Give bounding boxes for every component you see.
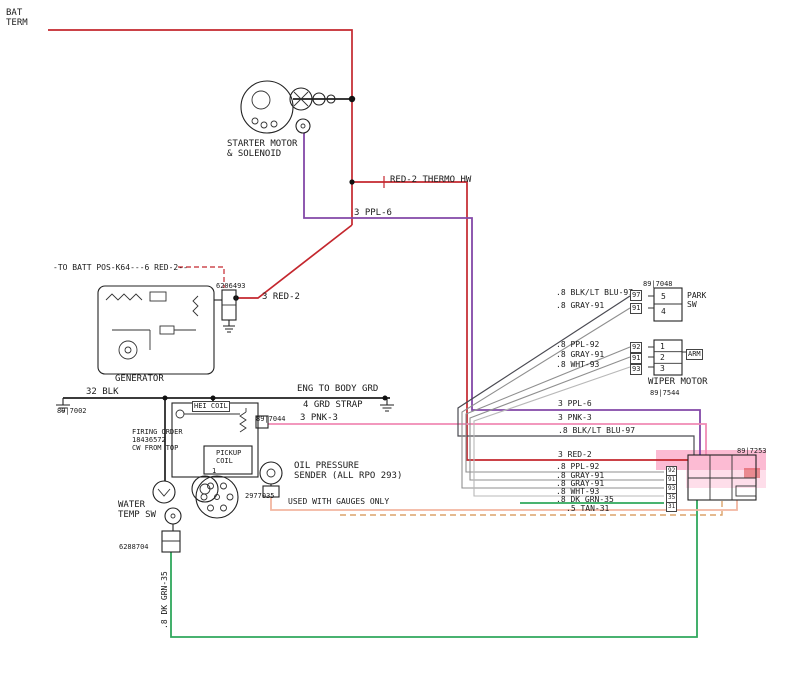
wire-pnk-3 bbox=[268, 423, 707, 455]
wire-red-2-batt-pos-dashed bbox=[178, 266, 225, 288]
pickup-coil-label: PICKUP COIL bbox=[216, 449, 242, 466]
gen-connector-part: 6206493 bbox=[216, 282, 246, 290]
pin-91-wiper: 91 bbox=[630, 353, 643, 364]
wiper-motor-label: WIPER MOTOR bbox=[648, 377, 708, 387]
water-temp-label: WATER TEMP SW bbox=[118, 500, 156, 521]
park-switch-connector bbox=[648, 287, 683, 322]
gray91-right-label: .8 GRAY-91 bbox=[556, 471, 605, 480]
wire-tan-31 bbox=[340, 500, 723, 516]
pnk3-left-label: 3 PNK-3 bbox=[300, 413, 338, 423]
pin-93: 93 bbox=[630, 364, 643, 375]
gray91-wiper-label: .8 GRAY-91 bbox=[556, 350, 605, 359]
arm-label: ARM bbox=[686, 349, 703, 360]
wiper-pin-2: 2 bbox=[660, 353, 665, 362]
pin-92: 92 bbox=[630, 342, 643, 353]
blu97-right-label: .8 BLK/LT BLU-97 bbox=[558, 426, 636, 435]
blockpin-31: 31 bbox=[666, 502, 678, 512]
red2-right-label: 3 RED-2 bbox=[558, 450, 592, 459]
wire-blk-lt-blu-97 bbox=[457, 295, 695, 455]
park-pin-5: 5 bbox=[661, 292, 666, 301]
water-temp-switch-symbol bbox=[152, 475, 219, 553]
junction-dot-starter bbox=[348, 95, 356, 103]
distributor-cap-symbol bbox=[195, 475, 239, 519]
junction-dot-bus-1 bbox=[162, 395, 168, 401]
ground-symbol-right bbox=[380, 398, 394, 412]
ref-8917253: 89|7253 bbox=[737, 447, 767, 455]
wiper-pin-3: 3 bbox=[660, 364, 665, 373]
grd-strap-label: 4 GRD STRAP bbox=[303, 400, 363, 410]
distributor-1-label: 1 bbox=[212, 467, 217, 475]
generator-connector bbox=[221, 289, 237, 321]
firing-order-label: FIRING ORDER 18436572 CW FROM TOP bbox=[132, 428, 183, 453]
dkgrn-right-label: .8 DK GRN-35 bbox=[556, 495, 614, 504]
gray91b-right-label: .8 GRAY-91 bbox=[556, 479, 605, 488]
wire-red-2-thermo bbox=[352, 181, 688, 461]
oil-pressure-sender-symbol bbox=[259, 461, 283, 498]
dk-grn-vertical-label: .8 DK GRN-35 bbox=[160, 571, 169, 629]
junction-dot-thermo bbox=[349, 179, 355, 185]
wht93-right-label: .8 WHT-93 bbox=[556, 487, 600, 496]
junction-dot-bus-3 bbox=[382, 395, 388, 401]
wire-ppl-6 bbox=[303, 133, 701, 455]
part-6288704: 6288704 bbox=[119, 543, 149, 551]
eng-body-grd-label: ENG TO BODY GRD bbox=[297, 384, 379, 394]
ground-symbol-generator bbox=[223, 320, 235, 333]
ppl92-right-label: .8 PPL-92 bbox=[556, 462, 600, 471]
starter-motor-label: STARTER MOTOR & SOLENOID bbox=[227, 139, 298, 160]
red2-gen-label: 3 RED-2 bbox=[262, 292, 300, 302]
wire-gray-91-park bbox=[461, 307, 664, 489]
pin-91-park: 91 bbox=[630, 303, 643, 314]
wire-red-2-battery bbox=[48, 29, 353, 225]
ground-symbol-left bbox=[56, 398, 70, 412]
wire-dk-grn-35 bbox=[170, 500, 698, 638]
pnk3-right-label: 3 PNK-3 bbox=[558, 413, 592, 422]
generator-symbol bbox=[97, 285, 215, 375]
bat-term-label: BAT TERM bbox=[6, 8, 28, 29]
ppl92-wiper-label: .8 PPL-92 bbox=[556, 340, 600, 349]
park-sw-label: PARK SW bbox=[687, 291, 707, 310]
tan31-label: .5 TAN-31 bbox=[566, 504, 610, 513]
wire-gauges-salmon bbox=[270, 497, 738, 511]
hei-coil-symbol bbox=[171, 402, 269, 478]
park-pin-4: 4 bbox=[661, 307, 666, 316]
blk-32-label: 32 BLK bbox=[86, 387, 119, 397]
hei-coil-label: HEI COIL bbox=[192, 401, 230, 412]
wiper-motor-connector bbox=[648, 339, 686, 376]
ref-8917544: 89|7544 bbox=[650, 389, 680, 397]
bulkhead-connector-block bbox=[687, 454, 757, 501]
ref-8917048: 89|7048 bbox=[643, 280, 673, 288]
connector-highlight-red bbox=[744, 468, 760, 478]
blk-lt-blu-park-label: .8 BLK/LT BLU-97 bbox=[556, 288, 634, 297]
ref-8917002: 89|7002 bbox=[57, 407, 87, 415]
starter-motor-symbol bbox=[240, 80, 336, 134]
wire-gray-91-wiper bbox=[469, 356, 664, 481]
junction-dot-bus-2 bbox=[210, 395, 216, 401]
wire-ppl-92 bbox=[465, 346, 664, 473]
used-gauges-label: USED WITH GAUGES ONLY bbox=[288, 497, 390, 506]
pin-97: 97 bbox=[630, 290, 643, 301]
wire-wht-93 bbox=[473, 366, 664, 497]
part-2977035: 2977035 bbox=[245, 492, 275, 500]
to-batt-pos-label: -TO BATT POS-K64---6 RED-2-- bbox=[53, 263, 188, 272]
oil-pressure-label: OIL PRESSURE SENDER (ALL RPO 293) bbox=[294, 461, 403, 482]
ppl6-top-label: 3 PPL-6 bbox=[354, 208, 392, 218]
wire-red-2-generator bbox=[236, 224, 353, 299]
gray-park-label: .8 GRAY-91 bbox=[556, 301, 605, 310]
generator-label: GENERATOR bbox=[115, 374, 164, 384]
wiper-pin-1: 1 bbox=[660, 342, 665, 351]
ref-8917044: 89|7044 bbox=[256, 415, 286, 423]
red2-thermo-label: RED-2 THERMO HW bbox=[390, 175, 472, 185]
wht93-wiper-label: .8 WHT-93 bbox=[556, 360, 600, 369]
ppl6-right-label: 3 PPL-6 bbox=[558, 399, 592, 408]
